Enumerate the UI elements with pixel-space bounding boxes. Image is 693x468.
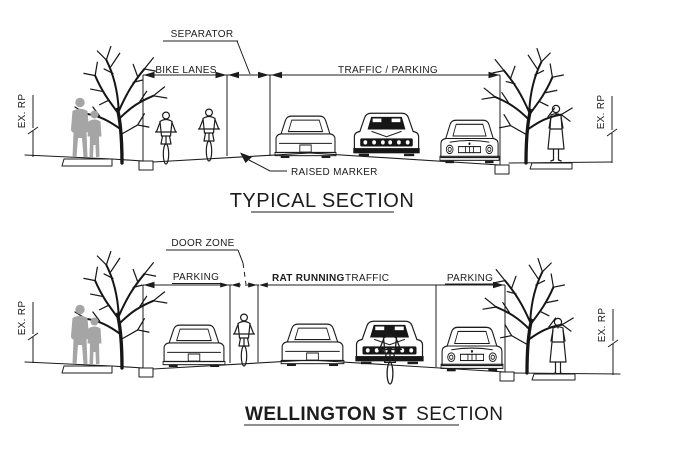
wellington-ground	[24, 359, 621, 382]
traffic-parking-label: TRAFFIC / PARKING	[338, 65, 438, 76]
typical-car-front	[439, 119, 500, 164]
wellington-left-tree	[73, 249, 169, 370]
bike-lanes-label: BIKE LANES	[155, 65, 216, 76]
typical-left-tree	[73, 44, 169, 165]
separator-label: SEPARATOR	[171, 29, 234, 40]
wellington-ex-rp-right-label: EX. RP	[597, 308, 608, 343]
wellington-title: WELLINGTON ST SECTION	[245, 404, 503, 425]
typical-ex-rp-right: EX. RP	[596, 95, 618, 163]
wellington-ex-rp-left: EX. RP	[17, 301, 39, 363]
wellington-title-rest: SECTION	[416, 404, 503, 425]
wellington-title-street: WELLINGTON ST	[245, 404, 407, 425]
wellington-pedestrians	[71, 304, 102, 364]
raised-marker-label: RAISED MARKER	[291, 167, 378, 178]
wellington-section: DOOR ZONE PARKING RAT RUNNING TRAFFIC PA…	[17, 238, 621, 426]
parking-right-label: PARKING	[447, 273, 493, 284]
raised-marker-leader	[248, 159, 287, 172]
separator-leader	[236, 40, 251, 75]
raised-marker-arrow	[240, 152, 252, 163]
typical-ex-rp-left-label: EX. RP	[17, 94, 28, 129]
rat-running-label: RAT RUNNING	[272, 273, 345, 284]
typical-ex-rp-right-label: EX. RP	[596, 95, 607, 130]
typical-section: SEPARATOR BIKE LANES TRAFFIC / PARKING E…	[17, 29, 618, 213]
parking-left-label: PARKING	[173, 272, 219, 283]
typical-cyclist-2	[197, 108, 221, 162]
typical-dark-car	[352, 112, 421, 157]
wellington-ex-rp-right: EX. RP	[597, 308, 619, 375]
door-zone-leader	[237, 249, 244, 264]
typical-title: TYPICAL SECTION	[230, 190, 415, 212]
wellington-parked-car-left	[162, 324, 226, 368]
wellington-ex-rp-left-label: EX. RP	[17, 301, 28, 336]
wellington-doorzone-cyclist	[232, 313, 256, 367]
door-zone-label: DOOR ZONE	[171, 238, 234, 249]
wellington-traffic-car	[280, 323, 345, 367]
traffic-label: TRAFFIC	[345, 273, 389, 284]
typical-ex-rp-left: EX. RP	[17, 94, 39, 157]
typical-car-rear	[274, 115, 337, 159]
wellington-parked-car-right	[440, 326, 504, 372]
typical-cyclist-1	[154, 111, 178, 165]
door-zone-leader-dashed	[242, 262, 247, 285]
